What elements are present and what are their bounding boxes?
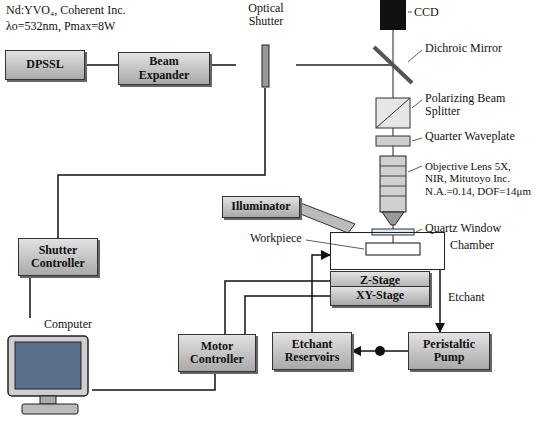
- connector-line: [85, 64, 118, 66]
- illuminator-arm: [298, 202, 355, 233]
- flow-label: Etchant: [446, 290, 487, 305]
- device-group: Computer: [4, 318, 92, 416]
- part-label: CCD: [414, 6, 474, 19]
- connector-line: [29, 276, 31, 318]
- objective-lens-body: [380, 156, 406, 212]
- part-label: Nd:YVO₄, Coherent Inc.: [6, 4, 226, 17]
- laser-beam: [296, 64, 393, 66]
- part-label: Polarizing Beam Splitter: [425, 92, 530, 119]
- connector-line: [92, 372, 215, 390]
- device-name: Chamber: [450, 239, 494, 252]
- objective-ribs: [380, 166, 406, 196]
- device-name: XY-Stage: [356, 289, 404, 302]
- part-label: Objective Lens 5X, NIR, Mitutoyo Inc. N.…: [425, 160, 533, 197]
- part-label: Dichroic Mirror: [425, 42, 530, 55]
- leader-lines: [306, 12, 422, 249]
- part-label: λo=532nm, Pmax=8W: [6, 20, 226, 33]
- device-name: Shutter Controller: [23, 244, 93, 270]
- connector-line: [210, 64, 236, 66]
- part-label: Workpiece: [250, 232, 320, 245]
- beam-splitter-diagonal: [376, 98, 410, 128]
- device-name: Motor Controller: [183, 340, 251, 366]
- device-name: Computer: [44, 318, 92, 331]
- device-box: XY-Stage: [330, 286, 430, 306]
- chamber-outline: Chamber: [330, 232, 445, 270]
- device-name: Beam Expander: [123, 55, 205, 81]
- connector-line: [312, 255, 330, 332]
- shutter-plate: [262, 45, 269, 87]
- device-name: Peristaltic Pump: [413, 338, 485, 364]
- connector-line: [245, 296, 330, 334]
- device-box: Illuminator: [222, 196, 300, 218]
- connector-line: [225, 281, 330, 334]
- part-label: Quarter Waveplate: [425, 130, 533, 143]
- ccd-camera: [380, 0, 406, 30]
- beam-splitter-cube: [376, 98, 410, 128]
- device-box: DPSSL: [5, 50, 85, 80]
- device-box: Beam Expander: [118, 52, 210, 85]
- device-group: Optical Shutter: [236, 2, 296, 88]
- device-name: Etchant Reservoirs: [277, 338, 347, 364]
- connector-line: [439, 270, 441, 332]
- device-box: Shutter Controller: [18, 238, 98, 276]
- quarter-waveplate: [376, 136, 410, 146]
- workpiece: [366, 243, 420, 255]
- device-name: Illuminator: [231, 200, 290, 213]
- device-box: Peristaltic Pump: [408, 332, 490, 370]
- device-name: DPSSL: [26, 58, 63, 71]
- monitor-base: [22, 404, 78, 414]
- monitor-frame: [8, 336, 88, 396]
- monitor-screen: [15, 342, 81, 389]
- part-label: Quartz Window: [425, 222, 533, 235]
- device-box: Etchant Reservoirs: [272, 332, 352, 370]
- monitor-stand: [40, 396, 56, 404]
- device-name: Optical Shutter: [236, 2, 296, 28]
- device-box: Motor Controller: [178, 334, 256, 372]
- dichroic-mirror: [374, 47, 412, 83]
- connector-line: [352, 350, 408, 352]
- objective-tip: [382, 212, 404, 225]
